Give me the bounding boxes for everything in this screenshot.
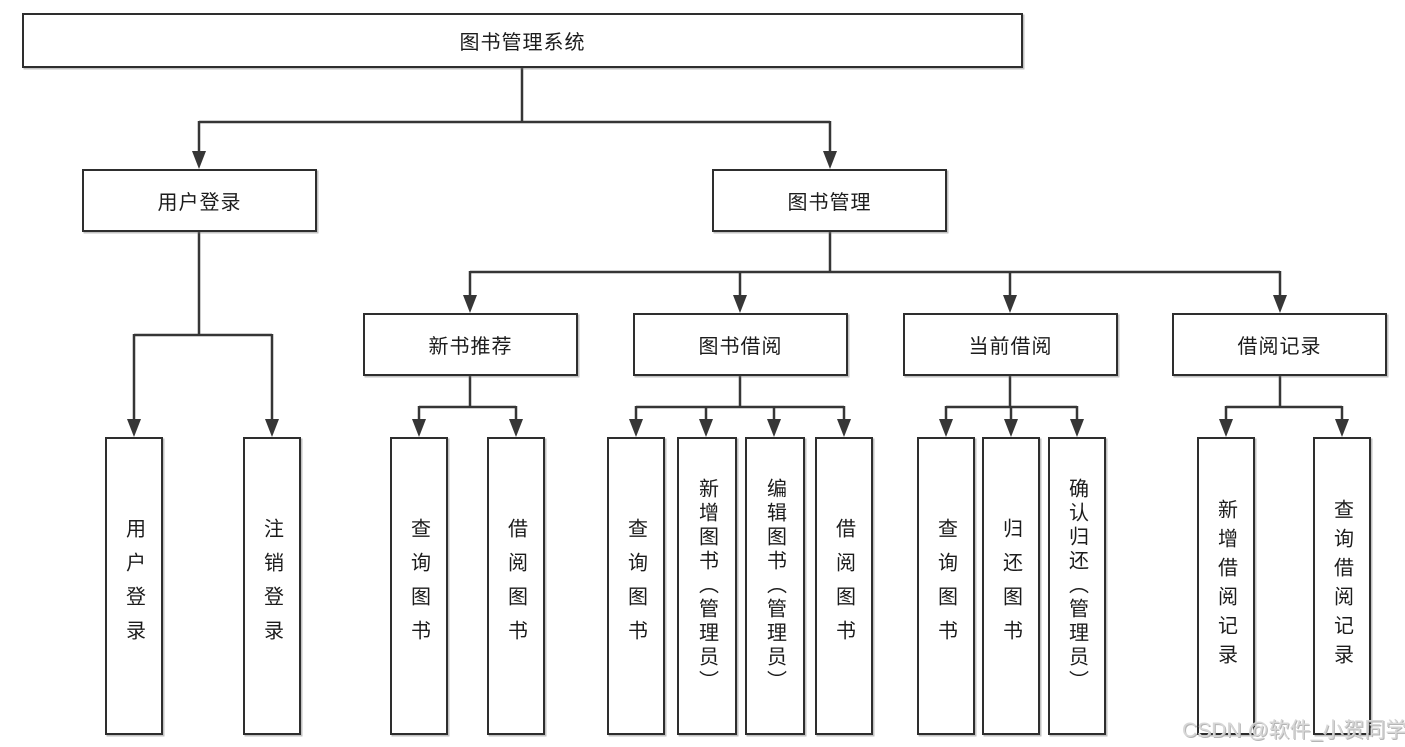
node-label: 图书借阅 (698, 336, 783, 358)
node-current-borrow: 当前借阅 (903, 313, 1118, 376)
node-user-login: 用户登录 (82, 169, 317, 232)
leaf-edit-book-admin: 编辑图书（管理员） (745, 437, 805, 735)
leaf-label: 查询图书 (624, 518, 647, 654)
leaf-label: 借阅图书 (832, 518, 855, 654)
leaf-label: 归还图书 (999, 518, 1022, 654)
leaf-user-login: 用户登录 (105, 437, 163, 735)
leaf-add-borrow-record: 新增借阅记录 (1197, 437, 1255, 735)
leaf-label: 新增借阅记录 (1214, 499, 1237, 673)
leaf-label: 借阅图书 (504, 518, 527, 654)
leaf-query-book-current: 查询图书 (917, 437, 975, 735)
node-book-management: 图书管理 (712, 169, 947, 232)
leaf-label: 注销登录 (260, 518, 283, 654)
leaf-return-book: 归还图书 (982, 437, 1040, 735)
node-label: 借阅记录 (1237, 336, 1322, 358)
node-library-management-system: 图书管理系统 (22, 13, 1023, 68)
node-book-borrow: 图书借阅 (633, 313, 848, 376)
leaf-query-book-borrow: 查询图书 (607, 437, 665, 735)
leaf-label: 用户登录 (122, 518, 145, 654)
node-label: 用户登录 (157, 192, 242, 214)
leaf-borrow-book: 借阅图书 (815, 437, 873, 735)
leaf-label: 新增图书（管理员） (695, 478, 718, 694)
node-label: 当前借阅 (968, 336, 1053, 358)
leaf-confirm-return-admin: 确认归还（管理员） (1048, 437, 1106, 735)
node-label: 图书管理 (787, 192, 872, 214)
leaf-query-book-recommend: 查询图书 (390, 437, 448, 735)
leaf-query-borrow-record: 查询借阅记录 (1313, 437, 1371, 735)
leaf-label: 编辑图书（管理员） (763, 478, 786, 694)
node-label: 图书管理系统 (459, 32, 586, 54)
leaf-label: 查询借阅记录 (1330, 499, 1353, 673)
node-label: 新书推荐 (428, 336, 513, 358)
leaf-label: 查询图书 (407, 518, 430, 654)
leaf-label: 确认归还（管理员） (1065, 478, 1088, 694)
leaf-borrow-book-recommend: 借阅图书 (487, 437, 545, 735)
csdn-watermark: CSDN @软件_小贺同学 (1182, 719, 1405, 742)
leaf-add-book-admin: 新增图书（管理员） (677, 437, 737, 735)
node-new-book-recommend: 新书推荐 (363, 313, 578, 376)
node-borrow-records: 借阅记录 (1172, 313, 1387, 376)
leaf-logout: 注销登录 (243, 437, 301, 735)
leaf-label: 查询图书 (934, 518, 957, 654)
